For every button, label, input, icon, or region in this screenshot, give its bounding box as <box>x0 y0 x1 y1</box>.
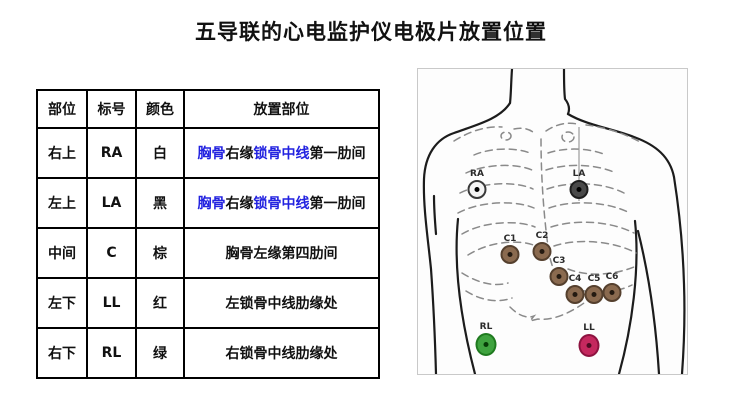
electrode-ra-label: RA <box>470 169 484 179</box>
electrode-center-dot <box>576 187 582 192</box>
electrode-rl-pad <box>475 333 497 356</box>
placement-segment: 锁骨中线 <box>253 146 310 162</box>
placement-segment: 锁骨中线 <box>253 196 310 212</box>
placement-segment: 胸骨左缘第四肋间 <box>225 246 338 262</box>
electrode-center-dot <box>507 252 513 257</box>
table-row: 右下 RL 绿 右锁骨中线肋缘处 <box>36 327 380 379</box>
cell-code: LA <box>86 177 137 229</box>
electrode-ll-label: LL <box>583 323 595 333</box>
electrode-c3-pad <box>549 267 569 286</box>
placement-segment: 右缘 <box>225 196 254 212</box>
electrode-ra-pad <box>467 180 487 199</box>
cell-position: 左下 <box>36 277 88 329</box>
electrode-center-dot <box>539 249 545 254</box>
header-code: 标号 <box>86 89 137 129</box>
cell-code: RL <box>86 327 137 379</box>
cell-placement: 胸骨右缘锁骨中线第一肋间 <box>183 127 380 179</box>
cell-code: RA <box>86 127 137 179</box>
electrode-rl: RL <box>475 322 497 356</box>
electrode-ll-pad <box>578 334 600 357</box>
electrode-c5-label: C5 <box>587 274 601 284</box>
header-placement: 放置部位 <box>183 89 380 129</box>
placement-segment: 胸骨 <box>197 196 226 212</box>
electrode-center-dot <box>483 342 489 347</box>
cell-color: 红 <box>135 277 185 329</box>
torso-sketch <box>422 69 686 374</box>
header-position: 部位 <box>36 89 88 129</box>
electrode-c6-pad <box>602 283 622 302</box>
electrode-center-dot <box>572 292 578 297</box>
electrode-center-dot <box>474 187 480 192</box>
table-row: 左上 LA 黑 胸骨右缘锁骨中线第一肋间 <box>36 177 380 229</box>
cell-placement: 左锁骨中线肋缘处 <box>183 277 380 329</box>
table-row: 左下 LL 红 左锁骨中线肋缘处 <box>36 277 380 329</box>
electrode-c4: C4 <box>565 274 585 304</box>
electrode-c2-label: C2 <box>535 231 549 241</box>
electrode-center-dot <box>586 343 592 348</box>
electrode-c3-label: C3 <box>552 256 566 266</box>
electrode-c5: C5 <box>584 274 604 304</box>
cell-color: 白 <box>135 127 185 179</box>
electrode-c2-pad <box>532 242 552 261</box>
header-color: 颜色 <box>135 89 185 129</box>
placement-segment: 右锁骨中线肋缘处 <box>225 346 338 362</box>
placement-segment: 右缘 <box>225 146 254 162</box>
electrode-la: LA <box>569 169 589 199</box>
electrode-c1-label: C1 <box>503 234 517 244</box>
electrode-c6-label: C6 <box>605 272 619 282</box>
table-header-row: 部位 标号 颜色 放置部位 <box>36 89 380 129</box>
placement-segment: 第一肋间 <box>309 146 366 162</box>
placement-segment: 胸骨 <box>197 146 226 162</box>
placement-segment: 左锁骨中线肋缘处 <box>225 296 338 312</box>
cell-position: 中间 <box>36 227 88 279</box>
electrode-c4-label: C4 <box>568 274 582 284</box>
cell-placement: 右锁骨中线肋缘处 <box>183 327 380 379</box>
electrode-c6: C6 <box>602 272 622 302</box>
electrode-la-label: LA <box>572 169 586 179</box>
electrode-rl-label: RL <box>479 322 493 332</box>
electrode-c3: C3 <box>549 256 569 286</box>
electrode-c4-pad <box>565 285 585 304</box>
cell-code: LL <box>86 277 137 329</box>
cell-color: 棕 <box>135 227 185 279</box>
cell-placement: 胸骨左缘第四肋间 <box>183 227 380 279</box>
electrode-center-dot <box>556 274 562 279</box>
cell-color: 黑 <box>135 177 185 229</box>
table-row: 右上 RA 白 胸骨右缘锁骨中线第一肋间 <box>36 127 380 179</box>
electrode-ra: RA <box>467 169 487 199</box>
electrode-la-pad <box>569 180 589 199</box>
cell-placement: 胸骨右缘锁骨中线第一肋间 <box>183 177 380 229</box>
table-row: 中间 C 棕 胸骨左缘第四肋间 <box>36 227 380 279</box>
electrode-c1-pad <box>500 245 520 264</box>
cell-color: 绿 <box>135 327 185 379</box>
page-title: 五导联的心电监护仪电极片放置位置 <box>195 20 547 44</box>
cell-position: 右上 <box>36 127 88 179</box>
cell-code: C <box>86 227 137 279</box>
electrode-center-dot <box>591 292 597 297</box>
electrode-c1: C1 <box>500 234 520 264</box>
electrode-table: 部位 标号 颜色 放置部位 右上 RA 白 胸骨右缘锁骨中线第一肋间 左上 LA… <box>36 89 380 379</box>
electrode-center-dot <box>609 290 615 295</box>
cell-position: 左上 <box>36 177 88 229</box>
electrode-ll: LL <box>578 323 600 357</box>
electrode-c2: C2 <box>532 231 552 261</box>
cell-position: 右下 <box>36 327 88 379</box>
torso-diagram: RA LA C1 C2 C3 C4 C5 C6 <box>417 68 688 375</box>
electrode-c5-pad <box>584 285 604 304</box>
placement-segment: 第一肋间 <box>309 196 366 212</box>
